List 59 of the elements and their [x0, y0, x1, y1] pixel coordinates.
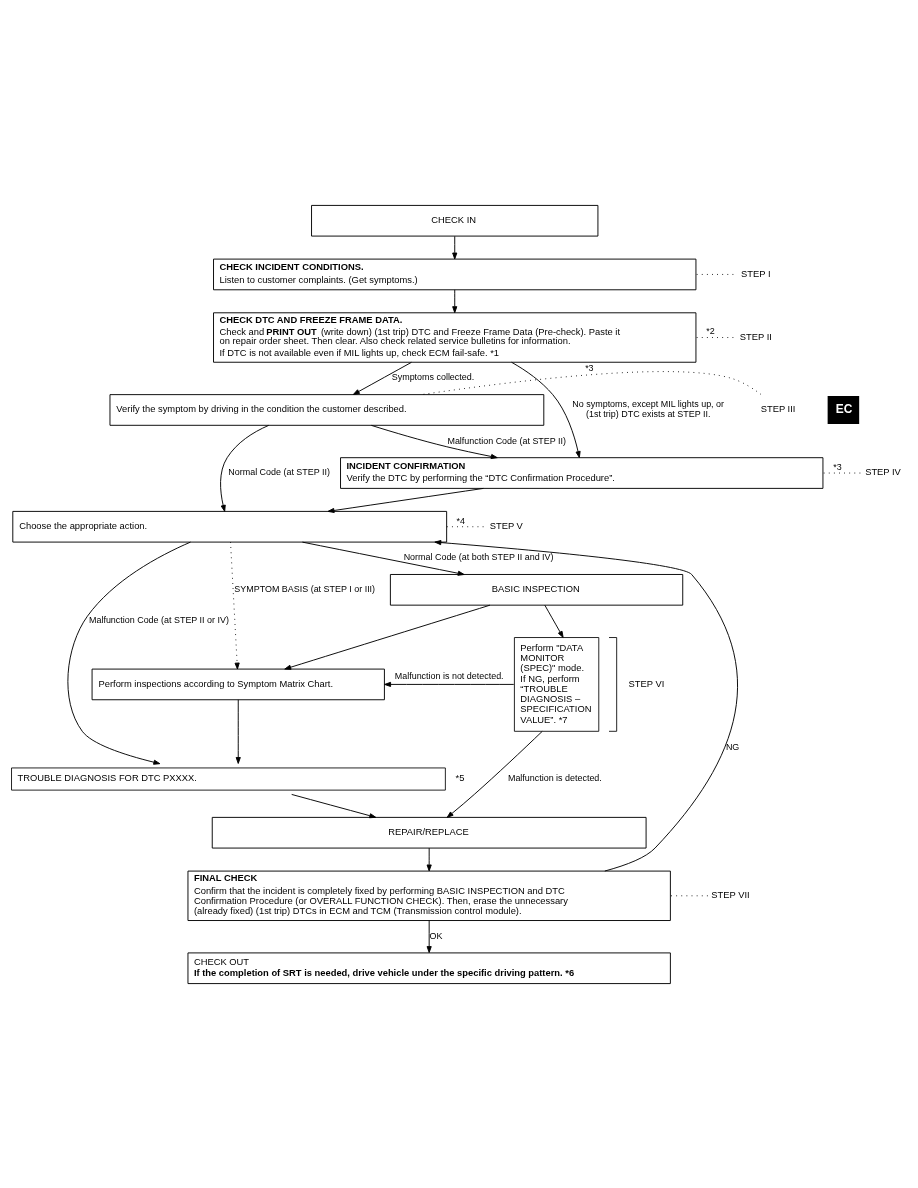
node-text: STEP I — [741, 268, 771, 279]
edge-label: SYMPTOM BASIS (at STEP I or III) — [234, 583, 376, 594]
node-text: STEP II — [739, 331, 772, 342]
connector — [446, 525, 484, 527]
node-label: *5 — [455, 772, 465, 783]
arrow — [67, 541, 191, 765]
node-box: Perform inspections according to Symptom Matrix Chart. — [91, 668, 385, 700]
node-text: STEP V — [489, 520, 523, 531]
arrow — [384, 681, 515, 687]
node-box: CHECK INCIDENT CONDITIONS. Listen to customer complaints. (Get symptoms.) — [213, 258, 697, 290]
arrow — [544, 604, 564, 638]
arrow — [235, 698, 241, 764]
edge-label: *4 — [456, 515, 466, 526]
arrow — [434, 539, 738, 871]
edge-label: Malfunction is not detected. — [394, 670, 504, 681]
arrow — [426, 847, 432, 871]
edge-label: Normal Code (at both STEP II and IV) — [403, 551, 554, 562]
node-box: CHECK IN — [311, 204, 599, 237]
node-text: STEP VII — [711, 889, 750, 900]
edge-label: Malfunction Code (at STEP II) — [447, 435, 567, 446]
arrow — [291, 793, 377, 818]
edge-label: *3 — [833, 461, 842, 472]
arrow — [327, 487, 484, 513]
edge-label: Normal Code (at STEP II) — [228, 466, 330, 477]
node-box: BASIC INSPECTION — [389, 573, 684, 606]
node-box: CHECK DTC AND FREEZE FRAME DATA. Check and PRINT OUT (write down) (1st trip) DTC and Freeze Frame Data (Pre-check). Paste it on repair order sheet. Then clear. Also check related service bulletins for information. If DTC is not available even if MIL lights up, check ECM fail-safe. *1 — [213, 311, 697, 363]
arrow — [352, 361, 412, 395]
node-box: REPAIR/REPLACE — [211, 816, 647, 849]
node-box: Verify the symptom by driving in the condition the customer described. — [109, 393, 545, 426]
edge-label: Malfunction is detected. — [507, 772, 602, 783]
connector — [421, 370, 762, 395]
edge-label: No symptoms, except MIL lights up, or (1st trip) DTC exists at STEP II. — [572, 398, 725, 419]
arrow — [301, 541, 465, 576]
edge-label: NG — [725, 741, 740, 752]
node-text: STEP III — [760, 403, 796, 414]
connector — [695, 336, 734, 338]
edge-label: *2 — [706, 325, 715, 336]
arrow — [220, 424, 270, 512]
node-text: STEP IV — [865, 466, 901, 477]
node-box: TROUBLE DIAGNOSIS FOR DTC PXXXX. — [11, 767, 446, 791]
node-label: STEP VI — [628, 678, 665, 689]
edge-label: OK — [429, 930, 443, 941]
node-box: CHECK OUT If the completion of SRT is needed, drive vehicle under the specific driving pattern. *6 — [187, 951, 671, 984]
edge-label: Malfunction Code (at STEP II or IV) — [89, 614, 229, 625]
node-box: INCIDENT CONFIRMATION Verify the DTC by performing the “DTC Confirmation Procedure”. — [340, 456, 824, 489]
arrow — [426, 919, 432, 953]
connector — [670, 894, 709, 896]
arrow — [452, 235, 458, 259]
edge-label: Symptoms collected. — [391, 371, 475, 382]
arrow — [230, 541, 240, 669]
node-box: FINAL CHECK Confirm that the incident is completely fixed by performing BASIC INSPECTION and DTC Confirmation Procedure (or OVERALL FUNCTION CHECK). Then, erase the unnecessary (already fixed) (1st trip) DTCs in ECM and TCM (Transmission control module). — [187, 870, 671, 921]
arrow — [370, 424, 498, 459]
arrow — [446, 730, 543, 818]
label: EC — [835, 401, 853, 416]
arrow — [511, 361, 581, 458]
edge-label: *3 — [585, 362, 594, 373]
arrow — [452, 288, 458, 313]
arrow — [284, 604, 491, 670]
connector — [695, 273, 734, 275]
